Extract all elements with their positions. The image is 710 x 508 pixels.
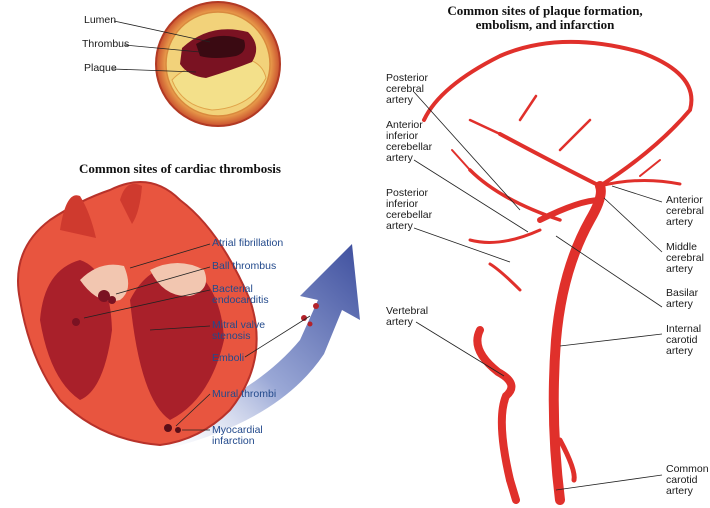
myocardial-infarction-label: Myocardial infarction [212, 424, 263, 447]
plaque-formation-title: Common sites of plaque formation, emboli… [447, 3, 643, 32]
heart-cross-section [17, 181, 319, 447]
brain-leader-lines [413, 91, 663, 491]
posterior-cerebral-artery-label: Posterior cerebral artery [386, 72, 429, 106]
plaque-label: Plaque [84, 62, 117, 74]
atrial-fibrillation-label: Atrial fibrillation [212, 237, 284, 249]
posterior-inferior-cerebellar-artery-label: Posterior inferior cerebellar artery [386, 187, 433, 232]
cerebral-arteries [422, 39, 694, 505]
plaque-leader-lines [111, 20, 211, 73]
lumen-label: Lumen [84, 14, 117, 26]
vertebral-artery-label: Vertebral artery [386, 305, 429, 328]
thrombus-label: Thrombus [82, 38, 130, 50]
vessel-cross-section [155, 1, 281, 127]
emboli-arrow [150, 244, 360, 448]
common-carotid-artery-label: Common carotid artery [666, 463, 709, 497]
anterior-inferior-cerebellar-artery-label: Anterior inferior cerebellar artery [386, 119, 433, 164]
emboli-label: Emboli [212, 352, 245, 364]
anterior-cerebral-artery-label: Anterior cerebral artery [666, 194, 704, 228]
bacterial-endocarditis-label: Bacterial endocarditis [212, 283, 269, 306]
internal-carotid-artery-label: Internal carotid artery [666, 323, 702, 357]
middle-cerebral-artery-label: Middle cerebral artery [666, 241, 704, 275]
ball-thrombus-label: Ball thrombus [212, 260, 277, 272]
heart-leader-lines [83, 243, 311, 431]
basilar-artery-label: Basilar artery [666, 287, 699, 310]
cardiac-thrombosis-title: Common sites of cardiac thrombosis [79, 161, 281, 176]
mitral-valve-stenosis-label: Mitral valve stenosis [212, 319, 266, 342]
mural-thrombi-label: Mural thrombi [212, 388, 277, 400]
